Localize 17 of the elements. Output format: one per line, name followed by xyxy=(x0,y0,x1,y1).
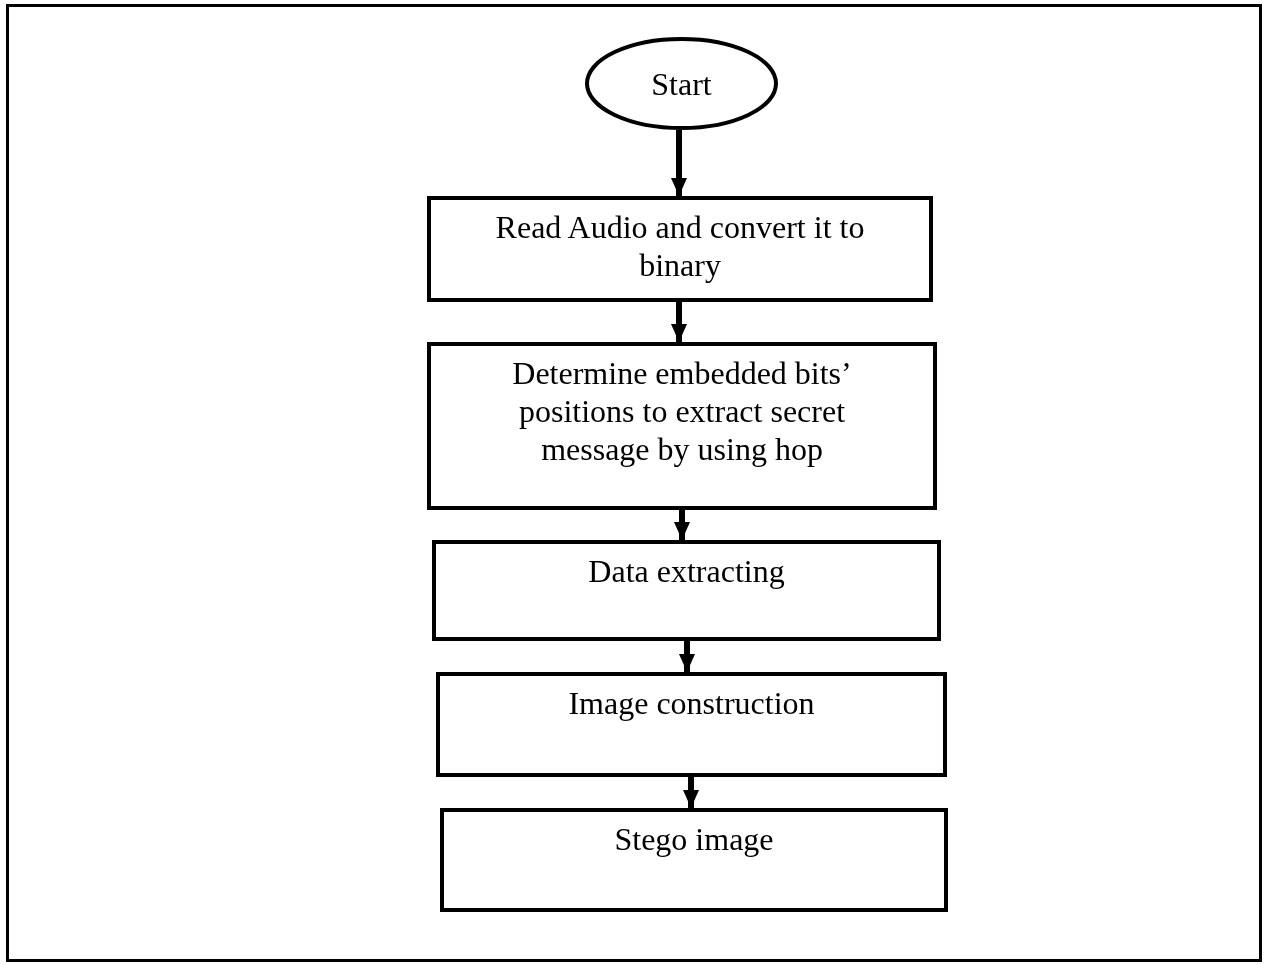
node-label: Read Audio and convert it to binary xyxy=(495,209,865,283)
process-box xyxy=(436,672,947,777)
start-ellipse xyxy=(585,37,778,130)
node-label: Image construction xyxy=(568,685,815,721)
node-label: Determine embedded bits’ positions to extract secret message by using hop xyxy=(512,355,852,467)
arrow xyxy=(671,302,687,342)
process-box xyxy=(427,342,937,510)
node-label: Start xyxy=(651,64,712,103)
process-box xyxy=(432,540,941,641)
node-label: Data extracting xyxy=(588,553,785,589)
node-label: Stego image xyxy=(614,821,774,857)
arrow xyxy=(679,641,695,672)
arrow xyxy=(671,130,687,196)
arrow xyxy=(683,777,699,808)
arrow xyxy=(674,510,690,540)
process-box xyxy=(427,196,933,302)
process-box xyxy=(440,808,948,912)
